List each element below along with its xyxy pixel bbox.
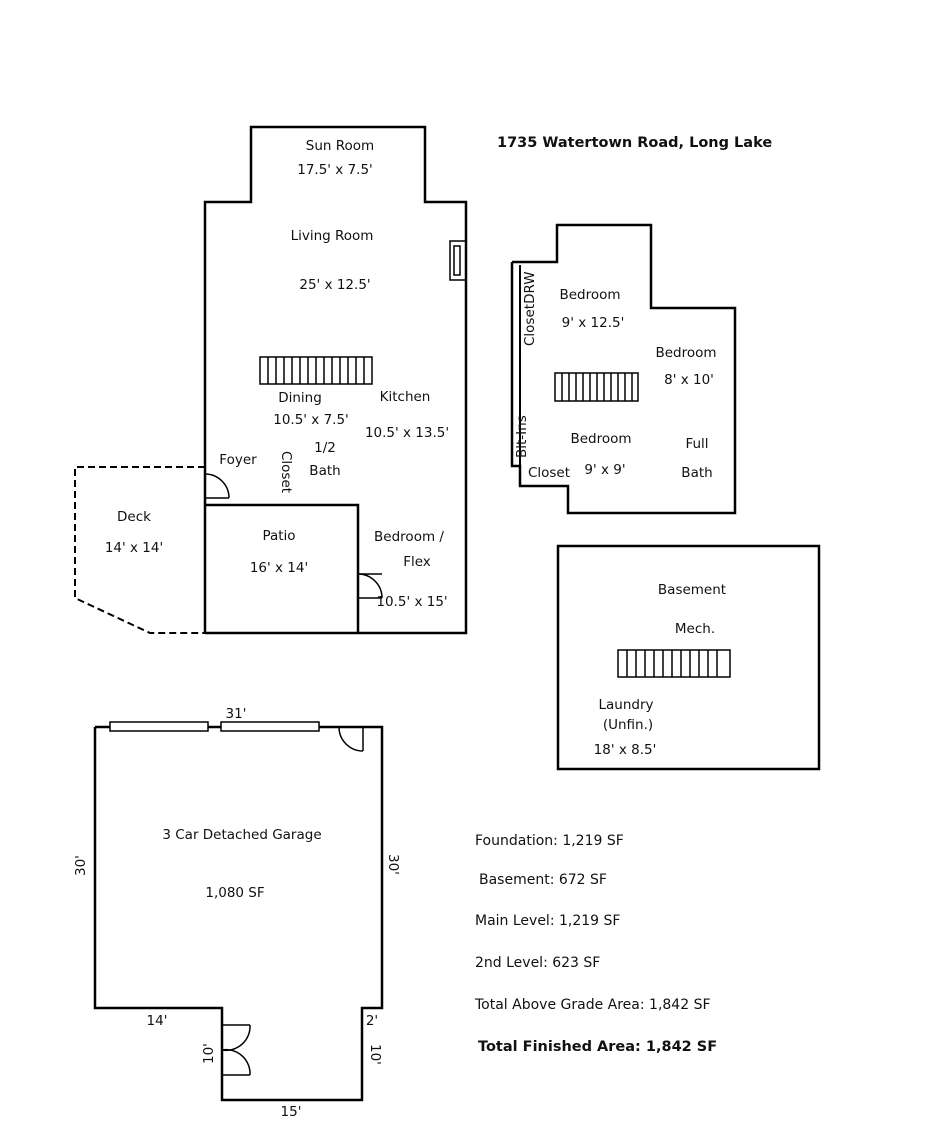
main-stairs-icon	[259, 356, 373, 385]
half-bath-label-line2: Bath	[309, 463, 341, 479]
main-level-walls	[203, 125, 468, 635]
summary-foundation: Foundation: 1,219 SF	[475, 833, 624, 849]
upper-stairs-icon	[554, 372, 639, 402]
bedroom-flex-door-icon	[357, 573, 383, 599]
garage-dim-right: 30'	[385, 854, 401, 875]
garage-dim-notch-left-height: 10'	[201, 1043, 217, 1064]
bedroom-2-label: Bedroom	[655, 345, 717, 361]
full-bath-label-line2: Bath	[681, 465, 713, 481]
full-bath-label-line1: Full	[685, 436, 709, 452]
bedroom-1-label: Bedroom	[559, 287, 621, 303]
bedroom-flex-label-line2: Flex	[403, 554, 431, 570]
laundry-label-line2: (Unfin.)	[602, 717, 654, 733]
garage-double-door-icon	[221, 1024, 251, 1076]
summary-main-level: Main Level: 1,219 SF	[475, 913, 621, 929]
foyer-door-icon	[204, 473, 230, 499]
sun-room-label: Sun Room	[305, 138, 375, 154]
summary-total-finished: Total Finished Area: 1,842 SF	[478, 1039, 718, 1055]
laundry-label-line1: Laundry	[598, 697, 654, 713]
bedroom-1-dims: 9' x 12.5'	[561, 315, 625, 331]
summary-total-above-grade: Total Above Grade Area: 1,842 SF	[475, 997, 711, 1013]
laundry-dims: 18' x 8.5'	[593, 742, 657, 758]
property-address-title: 1735 Watertown Road, Long Lake	[497, 135, 773, 151]
blt-ins-label: Blt-Ins	[514, 415, 530, 458]
dining-dims: 10.5' x 7.5'	[273, 412, 349, 428]
basement-label: Basement	[657, 582, 727, 598]
garage-dim-left: 30'	[73, 855, 89, 876]
bedroom-flex-dims: 10.5' x 15'	[376, 594, 448, 610]
deck-dims: 14' x 14'	[104, 540, 164, 556]
patio-dims: 16' x 14'	[249, 560, 309, 576]
bedroom-2-dims: 8' x 10'	[664, 372, 714, 388]
garage-dim-top: 31'	[225, 706, 247, 722]
half-bath-label-line1: 1/2	[314, 440, 336, 456]
bedroom-3-label: Bedroom	[570, 431, 632, 447]
garage-dim-notch-right: 2'	[365, 1013, 379, 1029]
deck-label: Deck	[117, 509, 151, 525]
summary-basement: Basement: 672 SF	[479, 872, 607, 888]
garage-side-door-icon	[338, 726, 364, 752]
living-room-label: Living Room	[290, 228, 374, 244]
upper-closet-label: Closet	[527, 465, 571, 481]
fireplace-icon	[449, 240, 467, 281]
bedroom-3-dims: 9' x 9'	[584, 462, 626, 478]
garage-dim-notch-right-height: 10'	[367, 1044, 383, 1065]
kitchen-label: Kitchen	[379, 389, 431, 405]
foyer-label: Foyer	[219, 452, 257, 468]
garage-dim-bottom: 15'	[280, 1104, 302, 1120]
dining-label: Dining	[278, 390, 322, 406]
basement-walls	[556, 544, 821, 771]
closet-drw-label: ClosetDRW	[522, 271, 538, 346]
sun-room-dims: 17.5' x 7.5'	[297, 162, 373, 178]
mech-label: Mech.	[674, 621, 716, 637]
garage-walls	[93, 725, 384, 1102]
garage-area: 1,080 SF	[205, 885, 265, 901]
bedroom-flex-label-line1: Bedroom /	[374, 529, 444, 545]
garage-dim-bottom-left: 14'	[146, 1013, 168, 1029]
patio-label: Patio	[262, 528, 296, 544]
garage-doors-icon	[109, 721, 320, 732]
main-closet-label: Closet	[278, 451, 294, 494]
kitchen-dims: 10.5' x 13.5'	[364, 425, 450, 441]
living-room-dims: 25' x 12.5'	[299, 277, 371, 293]
basement-stairs-icon	[617, 649, 731, 678]
summary-second-level: 2nd Level: 623 SF	[475, 955, 601, 971]
garage-label: 3 Car Detached Garage	[162, 827, 322, 843]
